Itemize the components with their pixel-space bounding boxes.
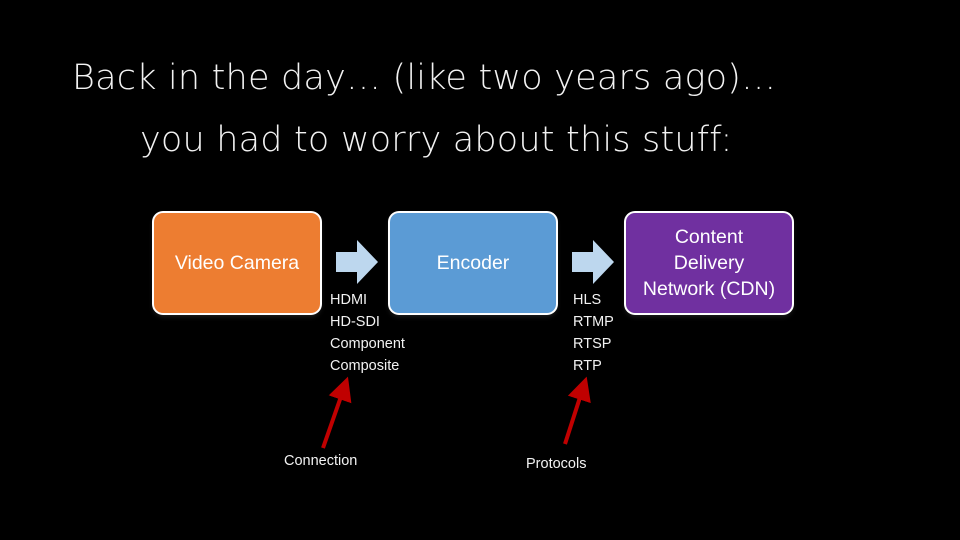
video-camera-label: Video Camera	[174, 252, 300, 274]
encoder-label: Encoder	[436, 252, 510, 274]
connection-pointer-arrow-icon	[321, 376, 352, 449]
connection-item: Component	[330, 336, 405, 352]
connection-caption: Connection	[284, 453, 358, 469]
protocol-item: RTMP	[573, 314, 614, 330]
protocol-item: RTSP	[573, 336, 612, 352]
protocols-pointer-arrow-icon	[563, 376, 591, 445]
protocols-caption: Protocols	[526, 456, 587, 472]
cdn-label-line-2: Delivery	[673, 252, 745, 274]
connection-item: HD-SDI	[330, 314, 380, 330]
encoder-box: Encoder	[390, 213, 556, 313]
arrow-encoder-to-cdn-icon	[572, 240, 614, 284]
protocol-item: HLS	[573, 292, 602, 308]
connection-types-list: HDMI HD-SDI Component Composite	[330, 289, 405, 377]
slide-title-line-1: Back in the day… (like two years ago)…	[72, 58, 777, 98]
arrow-camera-to-encoder-icon	[336, 240, 378, 284]
cdn-label-line-3: Network (CDN)	[642, 278, 776, 300]
connection-item: HDMI	[330, 292, 368, 308]
cdn-box: Content Delivery Network (CDN)	[626, 213, 792, 313]
video-camera-box: Video Camera	[154, 213, 320, 313]
slide-title-line-2: you had to worry about this stuff:	[140, 120, 733, 160]
protocol-item: RTP	[573, 358, 602, 374]
connection-item: Composite	[330, 358, 400, 374]
cdn-label-line-1: Content	[674, 226, 744, 248]
protocol-list: HLS RTMP RTSP RTP	[573, 289, 614, 377]
